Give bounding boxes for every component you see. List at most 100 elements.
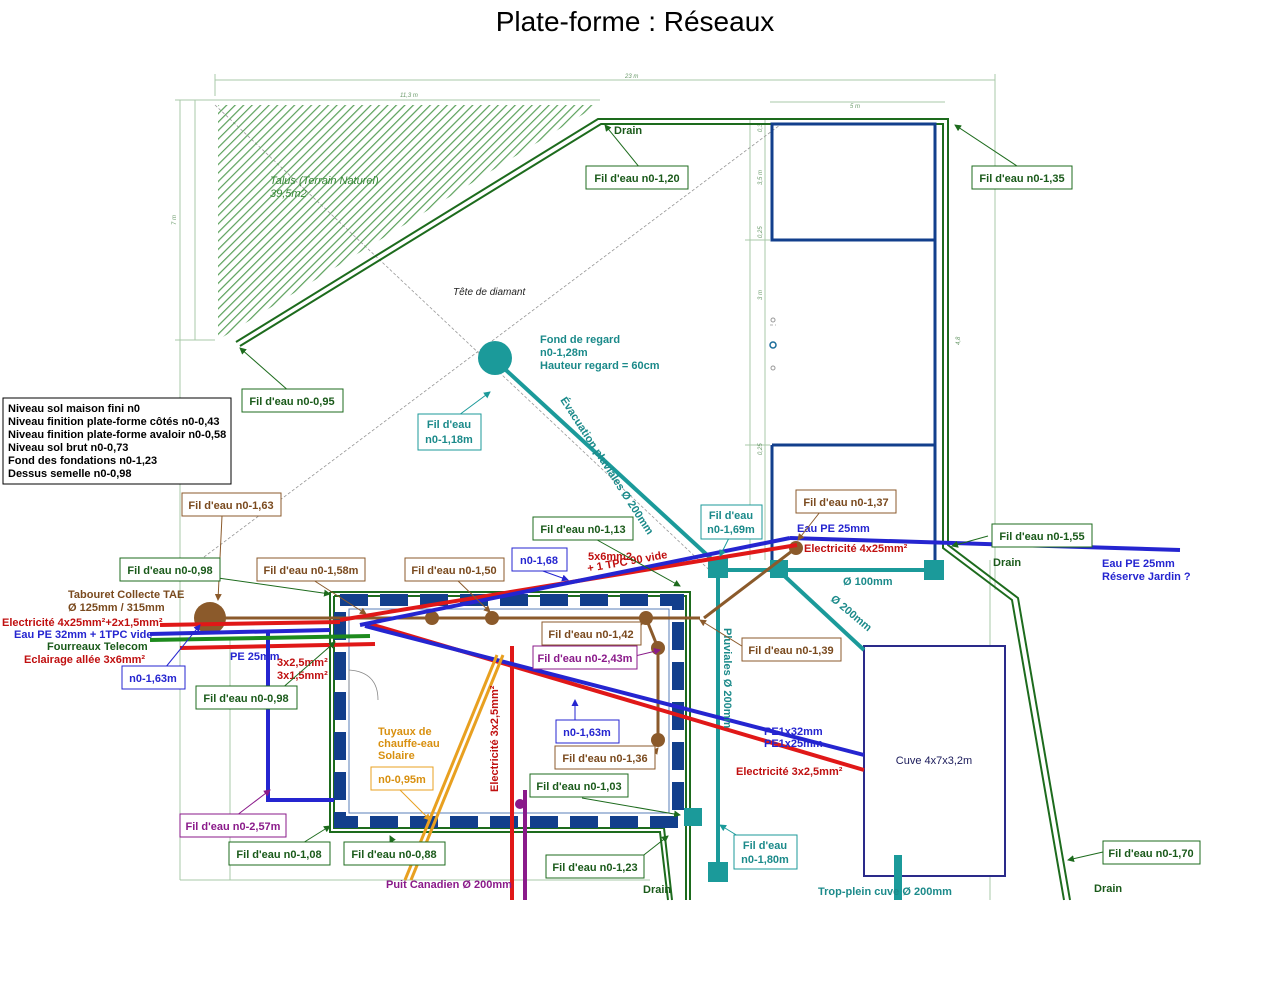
level-label: Fil d'eau n0-1,70 xyxy=(1108,848,1193,860)
dim-v6: 4,8 xyxy=(956,336,962,345)
level-label: Fil d'eau xyxy=(743,840,787,852)
svg-text:Fond de regard: Fond de regard xyxy=(540,334,620,346)
svg-text:Hauteur regard = 60cm: Hauteur regard = 60cm xyxy=(540,360,660,372)
eau-pe-32-label: Eau PE 32mm + 1TPC vide xyxy=(14,629,152,641)
page-title: Plate-forme : Réseaux xyxy=(495,6,775,37)
level-label: n0-1,63m xyxy=(129,673,177,685)
level-label: Fil d'eau n0-1,63 xyxy=(188,500,273,512)
talus-area xyxy=(218,105,598,340)
cuve-label: Cuve 4x7x3,2m xyxy=(896,755,972,767)
level-label: n0-1,63m xyxy=(563,727,611,739)
legend-line: Dessus semelle n0-0,98 xyxy=(8,468,132,480)
legend-line: Fond des fondations n0-1,23 xyxy=(8,455,157,467)
level-label: Fil d'eau n0-1,39 xyxy=(748,645,833,657)
dim-v3: 3 m xyxy=(758,290,764,300)
drain-bottom-mid-label: Drain xyxy=(643,884,671,896)
level-label: Fil d'eau n0-1,58m xyxy=(264,565,359,577)
cables-3x-label-2: 3x1,5mm² xyxy=(277,670,328,682)
cuve-tank xyxy=(863,645,1006,877)
level-label: Fil d'eau n0-2,57m xyxy=(186,821,281,833)
talus-area-value: 39,5m2 xyxy=(270,188,307,200)
telecom-network xyxy=(149,634,371,642)
eau-pe-25-label: Eau PE 25mm xyxy=(797,523,870,535)
fivex6-label: 5x6mm2 xyxy=(588,551,632,563)
legend-box: Niveau sol maison fini n0 Niveau finitio… xyxy=(2,397,232,485)
legend-line: Niveau finition plate-forme côtés n0-0,4… xyxy=(8,416,220,428)
pluvial-nodes xyxy=(478,341,944,882)
level-label: Fil d'eau xyxy=(427,419,471,431)
legend-line: Niveau finition plate-forme avaloir n0-0… xyxy=(8,429,226,441)
fourreaux-label: Fourreaux Telecom xyxy=(47,641,148,653)
level-label: Fil d'eau n0-0,98 xyxy=(127,565,212,577)
level-label: Fil d'eau n0-1,36 xyxy=(562,753,647,765)
puit-label: Puit Canadien Ø 200mm xyxy=(386,879,512,891)
level-label: Fil d'eau n0-1,55 xyxy=(999,531,1084,543)
level-label: Fil d'eau n0-1,50 xyxy=(411,565,496,577)
pe-25-left-label: PE 25mm xyxy=(230,651,280,663)
level-label: n0-1,69m xyxy=(707,524,755,536)
dim-left-height: 7 m xyxy=(172,215,178,225)
drain-bottom-right-label: Drain xyxy=(1094,883,1122,895)
dimension-lines xyxy=(175,74,996,900)
drain-top-label: Drain xyxy=(614,125,642,137)
pluviales-vertical-label: Pluviales Ø 200mm xyxy=(721,628,733,728)
tuyaux-label-2: chauffe-eau xyxy=(378,738,440,750)
d100-label: Ø 100mm xyxy=(843,576,893,588)
pe-mm-label: PE1x32mm xyxy=(764,726,823,738)
level-label: Fil d'eau n0-1,35 xyxy=(979,173,1064,185)
level-label: Fil d'eau n0-2,43m xyxy=(538,653,633,665)
evac-pluviales-label: Évacuation pluviales Ø 200mm xyxy=(557,395,656,538)
level-label: Fil d'eau n0-1,03 xyxy=(536,781,621,793)
level-label: Fil d'eau n0-1,37 xyxy=(803,497,888,509)
level-label: Fil d'eau n0-1,23 xyxy=(552,862,637,874)
level-label: Fil d'eau n0-1,08 xyxy=(236,849,321,861)
level-label: n0-1,80m xyxy=(741,854,789,866)
elec-vertical-label: Electricité 3x2,5mm² xyxy=(489,685,501,792)
level-label: Fil d'eau n0-1,13 xyxy=(540,524,625,536)
leader-lines xyxy=(164,124,1104,863)
level-label: Fil d'eau n0-0,95 xyxy=(249,396,334,408)
level-label: Fil d'eau n0-0,98 xyxy=(203,693,288,705)
level-label: n0-0,95m xyxy=(378,774,426,786)
dimension-texts: 23 m 11,3 m 5 m 7 m 3,5 m 0,25 3 m 0,25 … xyxy=(172,74,962,455)
level-labels: Fil d'eau n0-1,20 Fil d'eau n0-1,35 Fil … xyxy=(119,165,1201,879)
drain-network xyxy=(235,118,1071,901)
eclairage-label: Eclairage allée 3x6mm² xyxy=(24,654,145,666)
dim-v5: 0,3 xyxy=(758,123,764,132)
dim-v2: 0,25 xyxy=(758,226,764,238)
right-building xyxy=(770,122,937,565)
level-label: Fil d'eau n0-1,42 xyxy=(548,629,633,641)
legend-line: Niveau sol brut n0-0,73 xyxy=(8,442,128,454)
level-label: Fil d'eau n0-1,20 xyxy=(594,173,679,185)
dim-left-width: 11,3 m xyxy=(400,93,418,99)
drain-right-label: Drain xyxy=(993,557,1021,569)
fond-regard-label: Fond de regard n0-1,28m Hauteur regard =… xyxy=(540,334,660,372)
eau-pe-jardin-label: Eau PE 25mm xyxy=(1102,558,1175,570)
level-label: n0-1,68 xyxy=(520,555,558,567)
tabouret-label-2: Ø 125mm / 315mm xyxy=(68,602,165,614)
tabouret-label: Tabouret Collecte TAE xyxy=(68,589,184,601)
level-label: Fil d'eau n0-0,88 xyxy=(351,849,436,861)
d200-label: Ø 200mm xyxy=(828,593,874,634)
pe-mm-label-2: PE1x25mm xyxy=(764,738,823,750)
svg-text:n0-1,28m: n0-1,28m xyxy=(540,347,588,359)
dim-right-width: 5 m xyxy=(850,104,860,110)
level-label: n0-1,18m xyxy=(425,434,473,446)
cables-3x-label: 3x2,5mm² xyxy=(277,657,328,669)
talus-label: Talus (Terrain Naturel) xyxy=(270,175,379,187)
legend-line: Niveau sol maison fini n0 xyxy=(8,403,140,415)
elec-4x25-label: Electricité 4x25mm² xyxy=(804,543,908,555)
tete-diamant-label: Tête de diamant xyxy=(453,287,526,298)
tuyaux-label: Tuyaux de xyxy=(378,726,432,738)
network-labels: Drain Drain Drain Drain Eau PE 25mm Elec… xyxy=(2,125,1191,898)
eau-pe-jardin-label-2: Réserve Jardin ? xyxy=(1102,571,1191,583)
tuyaux-label-3: Solaire xyxy=(378,750,415,762)
level-label: Fil d'eau xyxy=(709,510,753,522)
trop-plein-label: Trop-plein cuve Ø 200mm xyxy=(818,886,952,898)
elec-left-label: Electricité 4x25mm²+2x1,5mm² xyxy=(2,617,163,629)
dim-total-width: 23 m xyxy=(624,74,638,80)
dim-v4: 0,25 xyxy=(758,443,764,455)
dim-v1: 3,5 m xyxy=(758,170,764,185)
elec-3x25-label: Electricité 3x2,5mm² xyxy=(736,766,843,778)
